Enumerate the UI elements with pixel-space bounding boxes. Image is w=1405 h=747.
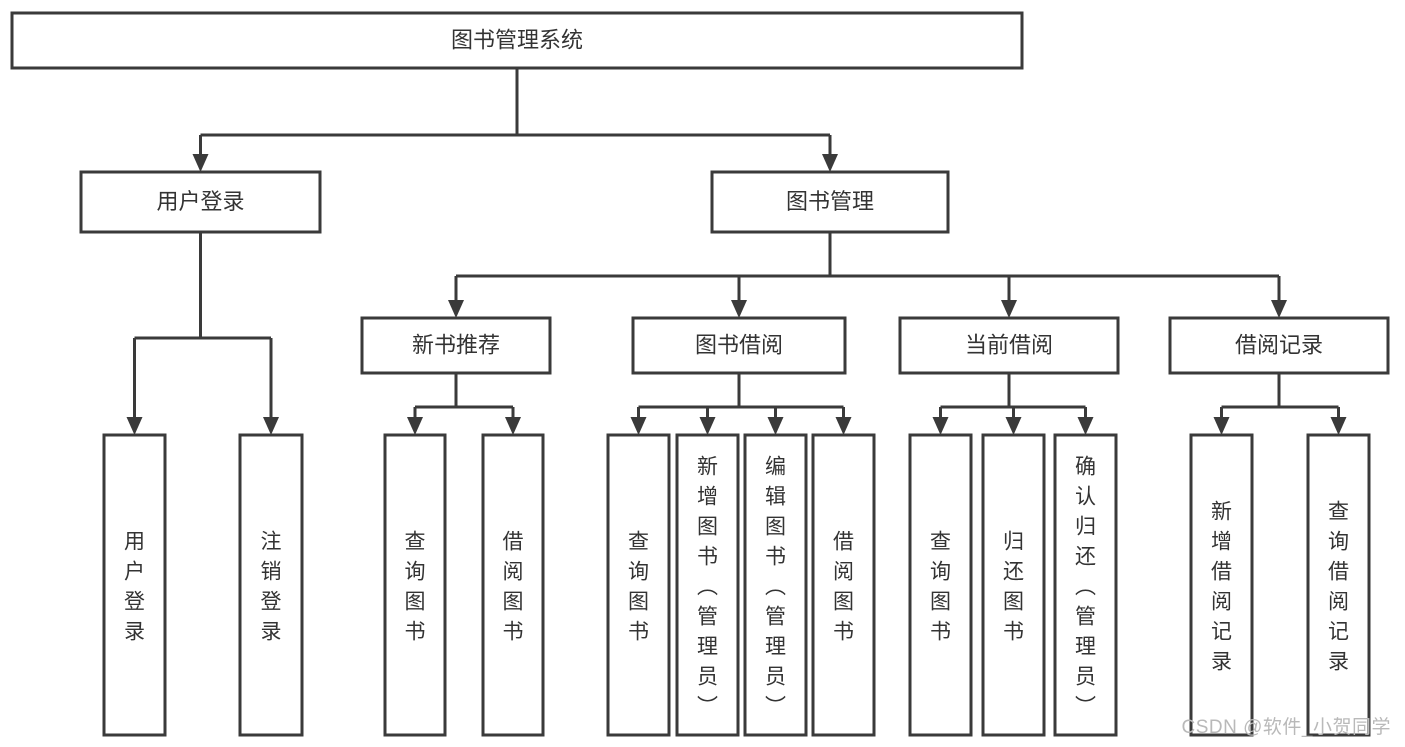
node-box-bb-borrow-book (811, 433, 876, 737)
connector-layer (126, 68, 1347, 435)
node-bb-edit-book[interactable]: 编辑图书︵管理员︶ (743, 433, 808, 737)
node-nbr-borrow-book[interactable]: 借阅图书 (481, 433, 545, 737)
node-box-br-add-record (1189, 433, 1254, 737)
node-br-add-record[interactable]: 新增借阅记录 (1189, 433, 1254, 737)
node-label-cb-confirm-return: 确认归还︵管理员︶ (1075, 455, 1096, 718)
node-label-user-login-do: 用户登录 (124, 530, 145, 643)
arrow-head-icon (932, 417, 949, 435)
node-box-book-manage (710, 170, 950, 234)
node-label-nbr-borrow-book: 借阅图书 (503, 530, 524, 643)
arrow-head-icon (448, 300, 464, 318)
arrow-head-icon (407, 417, 423, 435)
node-box-current-borrow (898, 316, 1120, 375)
node-label-bb-edit-book: 编辑图书︵管理员︶ (765, 455, 786, 718)
node-label-cb-return-book: 归还图书 (1003, 530, 1024, 643)
node-label-br-add-record: 新增借阅记录 (1211, 500, 1232, 673)
arrow-head-icon (630, 417, 647, 435)
node-box-root (10, 11, 1024, 70)
arrow-head-icon (1077, 417, 1094, 435)
node-label-br-query-record: 查询借阅记录 (1328, 500, 1349, 673)
node-box-bb-add-book (675, 433, 740, 737)
arrow-head-icon (1005, 417, 1022, 435)
node-user-logout[interactable]: 注销登录 (238, 433, 304, 737)
node-box-cb-return-book (981, 433, 1046, 737)
node-nbr-query-book[interactable]: 查询图书 (383, 433, 447, 737)
node-label-current-borrow: 当前借阅 (965, 332, 1053, 357)
node-box-nbr-borrow-book (481, 433, 545, 737)
node-box-bb-query-book (606, 433, 671, 737)
arrow-head-icon (835, 417, 852, 435)
node-box-cb-confirm-return (1053, 433, 1118, 737)
node-bb-borrow-book[interactable]: 借阅图书 (811, 433, 876, 737)
node-root[interactable]: 图书管理系统 (10, 11, 1024, 70)
node-label-bb-borrow-book: 借阅图书 (833, 530, 854, 643)
node-label-nbr-query-book: 查询图书 (405, 530, 426, 643)
arrow-head-icon (731, 300, 747, 318)
node-bb-query-book[interactable]: 查询图书 (606, 433, 671, 737)
arrow-head-icon (1001, 300, 1017, 318)
node-label-new-book-recommend: 新书推荐 (412, 332, 500, 357)
node-bb-add-book[interactable]: 新增图书︵管理员︶ (675, 433, 740, 737)
node-user-login-do[interactable]: 用户登录 (102, 433, 167, 737)
connector-cb-to-leaves (932, 373, 1094, 435)
node-box-new-book-recommend (360, 316, 552, 375)
node-label-borrow-record: 借阅记录 (1235, 332, 1323, 357)
node-box-cb-query-book (908, 433, 973, 737)
arrow-head-icon (1330, 417, 1347, 435)
connector-nbr-to-leaves (407, 373, 521, 435)
connector-bookmanage-to-level3 (448, 232, 1287, 318)
node-box-bb-edit-book (743, 433, 808, 737)
node-box-user-login-do (102, 433, 167, 737)
node-user-login[interactable]: 用户登录 (79, 170, 322, 234)
arrow-head-icon (699, 417, 716, 435)
node-box-book-borrow (631, 316, 847, 375)
node-cb-query-book[interactable]: 查询图书 (908, 433, 973, 737)
arrow-head-icon (192, 154, 209, 172)
arrow-head-icon (263, 417, 279, 435)
node-book-manage[interactable]: 图书管理 (710, 170, 950, 234)
node-box-nbr-query-book (383, 433, 447, 737)
node-label-book-borrow: 图书借阅 (695, 332, 783, 357)
node-label-cb-query-book: 查询图书 (930, 530, 951, 643)
node-borrow-record[interactable]: 借阅记录 (1168, 316, 1390, 375)
node-label-root: 图书管理系统 (451, 27, 583, 52)
node-label-user-logout: 注销登录 (261, 530, 282, 643)
arrow-head-icon (767, 417, 784, 435)
arrow-head-icon (1271, 300, 1287, 318)
connector-br-to-leaves (1213, 373, 1347, 435)
node-book-borrow[interactable]: 图书借阅 (631, 316, 847, 375)
connector-userlogin-to-leaves (126, 232, 279, 435)
node-label-book-manage: 图书管理 (786, 189, 874, 214)
node-box-br-query-record (1306, 433, 1371, 737)
node-new-book-recommend[interactable]: 新书推荐 (360, 316, 552, 375)
arrow-head-icon (126, 417, 143, 435)
arrow-head-icon (822, 154, 838, 172)
node-box-borrow-record (1168, 316, 1390, 375)
node-br-query-record[interactable]: 查询借阅记录 (1306, 433, 1371, 737)
node-cb-confirm-return[interactable]: 确认归还︵管理员︶ (1053, 433, 1118, 737)
arrow-head-icon (1213, 417, 1230, 435)
node-box-user-logout (238, 433, 304, 737)
connector-bb-to-leaves (630, 373, 852, 435)
node-cb-return-book[interactable]: 归还图书 (981, 433, 1046, 737)
node-box-user-login (79, 170, 322, 234)
node-current-borrow[interactable]: 当前借阅 (898, 316, 1120, 375)
arrow-head-icon (505, 417, 521, 435)
node-layer: 图书管理系统用户登录用户登录注销登录图书管理新书推荐查询图书借阅图书图书借阅查询… (10, 11, 1390, 737)
node-label-bb-query-book: 查询图书 (628, 530, 649, 643)
node-label-bb-add-book: 新增图书︵管理员︶ (697, 455, 718, 718)
connector-root-to-level2 (192, 68, 838, 172)
node-label-user-login: 用户登录 (156, 189, 244, 214)
